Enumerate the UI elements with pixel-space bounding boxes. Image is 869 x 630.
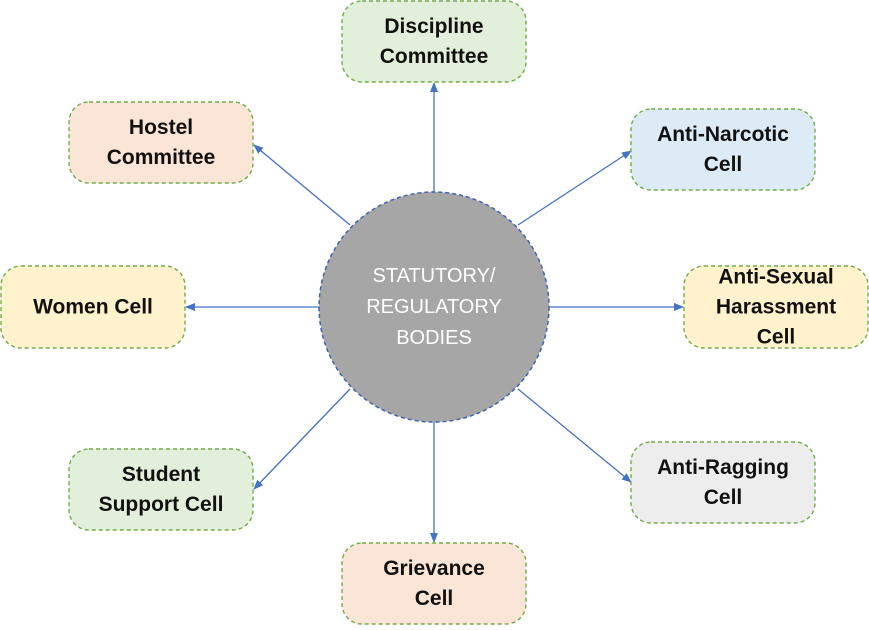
node-label-line: Women Cell <box>33 296 153 319</box>
node-label-line: Cell <box>704 153 743 176</box>
node-box-student-support-cell <box>68 448 254 531</box>
node-label-line: Cell <box>415 587 454 610</box>
node-box-grievance-cell <box>341 542 527 625</box>
node-box-hostel-committee <box>68 101 254 184</box>
node-label-line: Anti-Ragging <box>657 456 789 479</box>
node-label-line: Discipline <box>384 15 483 38</box>
node-label-line: Hostel <box>129 116 193 139</box>
node-label-line: Support Cell <box>99 493 224 516</box>
hub-label-line: STATUTORY/ <box>373 265 496 287</box>
node-label-line: Cell <box>757 326 796 349</box>
connector-arrow-hostel-committee <box>253 144 351 226</box>
connector-arrow-anti-ragging-cell <box>517 388 632 483</box>
node-label-line: Student <box>122 463 200 486</box>
hub-label-line: REGULATORY <box>366 296 502 318</box>
node-women-cell: Women Cell <box>0 265 186 349</box>
node-box-anti-sexual-harassment-cell <box>683 265 869 349</box>
node-label-line: Committee <box>107 146 216 169</box>
hub: STATUTORY/REGULATORY BODIES <box>318 191 550 423</box>
node-box-women-cell <box>0 265 186 349</box>
hub-label-line: BODIES <box>396 327 472 349</box>
node-box-discipline-committee <box>341 0 527 83</box>
hub-circle <box>318 191 550 423</box>
connectors <box>185 82 684 543</box>
node-label-line: Anti-Sexual <box>718 266 834 289</box>
node-box-anti-narcotic-cell <box>630 108 816 191</box>
node-label-line: Committee <box>380 45 489 68</box>
node-label-line: Anti-Narcotic <box>657 123 789 146</box>
connector-arrow-anti-narcotic-cell <box>517 150 632 226</box>
node-label-line: Cell <box>704 486 743 509</box>
node-label-line: Harassment <box>716 296 836 319</box>
node-box-anti-ragging-cell <box>630 441 816 524</box>
node-label-line: Grievance <box>383 557 485 580</box>
connector-arrow-student-support-cell <box>253 388 351 490</box>
